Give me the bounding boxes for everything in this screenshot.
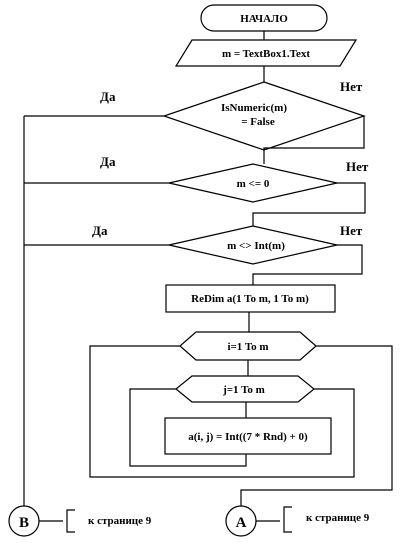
start-terminal: НАЧАЛО xyxy=(200,4,328,32)
connector-a-letter: A xyxy=(236,515,247,531)
no-label: Нет xyxy=(340,79,363,94)
yes-label: Да xyxy=(100,154,116,169)
no-label: Нет xyxy=(340,223,363,238)
no-branch-line xyxy=(252,244,363,285)
yes-label: Да xyxy=(92,223,108,238)
no-branch-line xyxy=(252,182,366,226)
connector-b-bracket xyxy=(66,509,75,533)
decision-le-zero-label: m <= 0 xyxy=(237,178,270,190)
inner-loop-exit xyxy=(89,345,355,478)
input-block: m = TextBox1.Text xyxy=(174,39,358,67)
loop-j: j=1 To m xyxy=(175,375,315,403)
assign-a-block: a(i, j) = Int((7 * Rnd) + 0) xyxy=(164,417,332,455)
input-label: m = TextBox1.Text xyxy=(222,48,310,60)
decision-is-numeric: IsNumeric(m) = False xyxy=(162,81,366,151)
decision-le-zero: m <= 0 xyxy=(168,163,338,203)
connector-b: B xyxy=(8,505,40,537)
connector-b-note: к странице 9 xyxy=(88,515,152,527)
assign-a-label: a(i, j) = Int((7 * Rnd) + 0) xyxy=(188,431,308,443)
decision-not-int: m <> Int(m) xyxy=(168,225,338,265)
outer-loop-exit xyxy=(240,345,393,507)
loop-i: i=1 To m xyxy=(179,331,317,361)
decision-not-int-label: m <> Int(m) xyxy=(227,240,285,252)
decision-is-numeric-line1: IsNumeric(m) xyxy=(221,102,287,114)
redim-label: ReDim a(1 To m, 1 To m) xyxy=(191,293,309,305)
connector-a-bracket xyxy=(283,506,292,533)
no-label: Нет xyxy=(346,159,369,174)
connector-b-letter: B xyxy=(19,515,29,531)
yes-label: Да xyxy=(100,89,116,104)
loop-j-label: j=1 To m xyxy=(222,384,265,396)
connector-a-note: к странице 9 xyxy=(306,512,370,524)
start-label: НАЧАЛО xyxy=(240,13,288,25)
connector-a: A xyxy=(225,505,257,537)
decision-is-numeric-line2: = False xyxy=(241,116,275,128)
loop-i-label: i=1 To m xyxy=(227,341,268,353)
no-branch-line xyxy=(263,116,365,164)
inner-loop-return xyxy=(129,388,247,467)
redim-block: ReDim a(1 To m, 1 To m) xyxy=(165,284,336,313)
